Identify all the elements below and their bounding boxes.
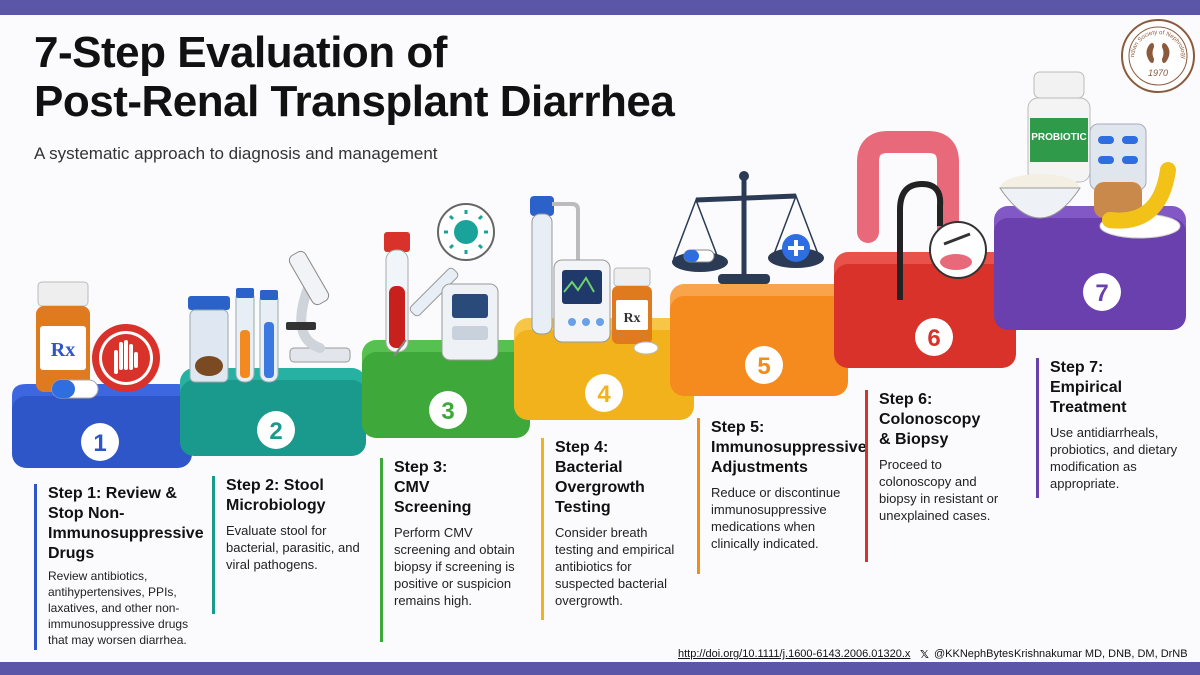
page-subtitle: A systematic approach to diagnosis and m… — [34, 144, 438, 163]
pill-bottle-icon-2: Rx — [612, 267, 659, 355]
bottom-bar — [0, 662, 1200, 675]
specimen-jar-icon — [188, 296, 230, 383]
test-tubes-icon — [235, 288, 279, 383]
step-7-description: Use antidiarrheals, probiotics, and diet… — [1050, 425, 1178, 491]
step-5-accent-line — [697, 418, 700, 574]
x-logo-icon: 𝕏 — [920, 649, 929, 661]
step-1-number-circle — [81, 423, 119, 461]
step-2-number-circle — [257, 411, 295, 449]
rx-label-1: Rx — [51, 339, 75, 361]
colon-icon — [857, 131, 959, 253]
doi-link[interactable]: http://doi.org/10.1111/j.1600-6143.2006.… — [678, 648, 911, 660]
step-1-description: Review antibiotics, antihypertensives, P… — [48, 569, 189, 647]
step-3-number: 3 — [441, 398, 454, 425]
microscope-icon — [286, 250, 351, 363]
step-7-accent-line — [1036, 358, 1039, 498]
step-4-heading: Step 4: Bacterial Overgrowth Testing — [555, 439, 645, 516]
rx-label-2: Rx — [623, 311, 640, 326]
step-5-block — [670, 284, 848, 396]
top-bar — [0, 0, 1200, 15]
step-6-description: Proceed to colonoscopy and biopsy in res… — [879, 457, 999, 523]
step-6-number: 6 — [927, 325, 940, 352]
capsule-icon — [51, 379, 99, 399]
logo-year: 1970 — [1148, 68, 1168, 78]
stop-hand-icon — [92, 324, 160, 392]
step-6-heading: Step 6: Colonoscopy & Biopsy — [879, 391, 981, 448]
twitter-handle: @KKNephBytes — [934, 648, 1014, 660]
step-6-number-circle — [915, 318, 953, 356]
step-5-number: 5 — [757, 353, 770, 380]
step-2-number: 2 — [269, 418, 282, 445]
step-1-number: 1 — [93, 430, 106, 457]
step-3-text: Step 3: CMV Screening Perform CMV screen… — [380, 458, 520, 642]
step-3-description: Perform CMV screening and obtain biopsy … — [394, 525, 515, 608]
society-logo: 1970 Indian Society of Nephrology — [1120, 18, 1195, 93]
blood-tube-icon — [384, 232, 410, 353]
step-7-number-circle — [1083, 273, 1121, 311]
author-credit: Krishnakumar MD, DNB, DM, DrNB — [1014, 648, 1188, 660]
step-1-accent-line — [34, 484, 37, 650]
pill-blister-icon — [1089, 123, 1147, 191]
step-5-heading: Step 5: Immunosuppressive Adjustments — [711, 419, 867, 476]
title-line-2: Post-Renal Transplant Diarrhea — [34, 77, 675, 126]
endoscope-icon — [897, 180, 944, 300]
balance-scale-icon — [672, 171, 824, 284]
step-7-heading: Step 7: Empirical Treatment — [1050, 359, 1127, 416]
breath-test-tube-icon — [530, 196, 580, 335]
step-2-text: Step 2: Stool Microbiology Evaluate stoo… — [212, 476, 362, 614]
step-3-number-circle — [429, 391, 467, 429]
step-5-text: Step 5: Immunosuppressive Adjustments Re… — [697, 418, 867, 574]
step-4-accent-line — [541, 438, 544, 620]
step-1-heading: Step 1: Review & Stop Non-Immunosuppress… — [48, 485, 204, 562]
page-title: 7-Step Evaluation of Post-Renal Transpla… — [34, 28, 675, 126]
step-4-text: Step 4: Bacterial Overgrowth Testing Con… — [541, 438, 681, 620]
monitor-device-icon — [553, 259, 611, 343]
step-2-description: Evaluate stool for bacterial, parasitic,… — [226, 523, 360, 572]
step-3-accent-line — [380, 458, 383, 642]
step-4-number: 4 — [597, 381, 611, 408]
rice-bowl-icon — [999, 174, 1081, 219]
step-3-heading: Step 3: CMV Screening — [394, 459, 472, 516]
step-7-text: Step 7: Empirical Treatment Use antidiar… — [1036, 358, 1186, 498]
step-2-heading: Step 2: Stool Microbiology — [226, 477, 326, 514]
step-6-block — [834, 252, 1016, 368]
step-4-description: Consider breath testing and empirical an… — [555, 525, 675, 608]
step-7-number: 7 — [1095, 280, 1108, 307]
probiotic-label: PROBIOTIC — [1031, 132, 1087, 143]
step-4-number-circle — [585, 374, 623, 412]
bread-banana-icon — [1094, 162, 1181, 239]
step-6-text: Step 6: Colonoscopy & Biopsy Proceed to … — [865, 390, 1015, 562]
step-5-description: Reduce or discontinue immunosuppressive … — [711, 485, 841, 551]
step-1-text: Step 1: Review & Stop Non-Immunosuppress… — [34, 484, 204, 650]
step-2-accent-line — [212, 476, 215, 614]
probiotic-bottle-icon: PROBIOTIC — [1027, 71, 1091, 183]
biopsy-magnifier-icon — [929, 221, 987, 279]
step-5-number-circle — [745, 346, 783, 384]
title-line-1: 7-Step Evaluation of — [34, 28, 447, 77]
syringe-icon — [393, 267, 459, 357]
virus-icon — [437, 203, 495, 261]
pill-bottle-icon: Rx — [36, 281, 90, 392]
step-6-accent-line — [865, 390, 868, 562]
analyzer-machine-icon — [441, 283, 499, 361]
